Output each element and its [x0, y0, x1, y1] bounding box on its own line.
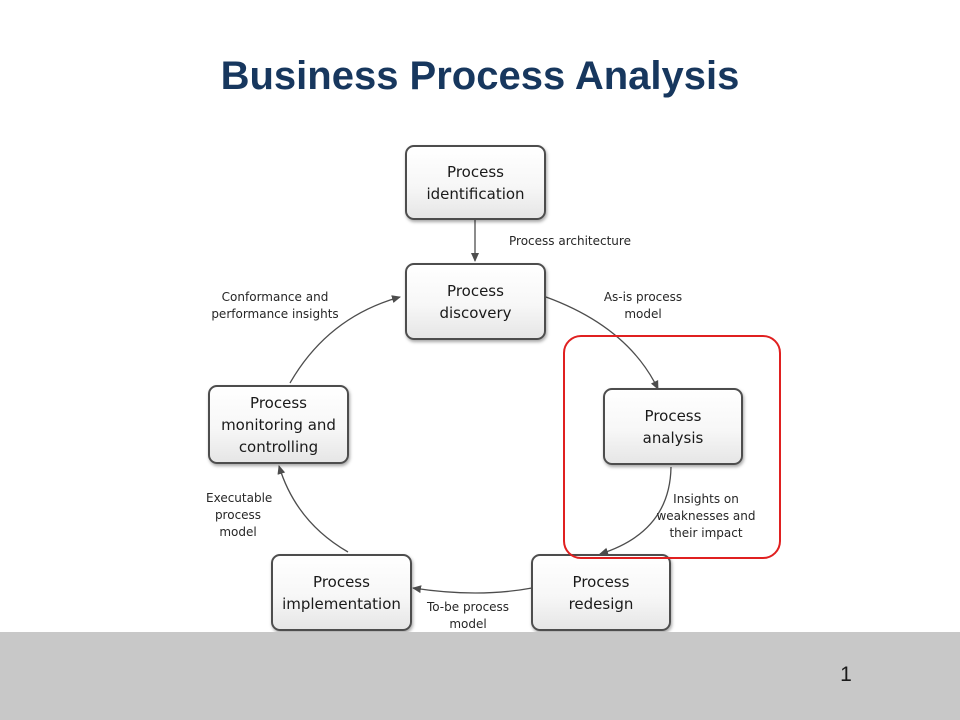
- slide-title: Business Process Analysis: [220, 54, 740, 98]
- process-redesign-box: Process redesign: [531, 554, 671, 631]
- label-process-architecture: Process architecture: [509, 234, 631, 248]
- page-number: 1: [840, 663, 852, 686]
- process-discovery-box: Process discovery: [405, 263, 546, 340]
- label-executable-process-model: Executable process model: [206, 491, 273, 539]
- label-conformance-and-performance: Conformance and performance insights: [211, 290, 339, 321]
- analysis-highlight-outline: [563, 335, 781, 559]
- arrow-monitoring-to-discovery: [289, 295, 401, 384]
- footer-bar: [0, 632, 960, 720]
- label-insights-on-weaknesses: Insights on weaknesses and their impact: [656, 492, 756, 540]
- label-as-is-process-model: As-is process model: [603, 290, 683, 321]
- process-lifecycle-diagram: Process identification Process discovery…: [206, 137, 760, 634]
- process-identification-box: Process identification: [405, 145, 546, 220]
- process-monitoring-box: Process monitoring and controlling: [208, 385, 349, 464]
- process-analysis-box: Process analysis: [603, 388, 743, 465]
- arrow-redesign-to-implementation: [412, 585, 533, 594]
- process-implementation-box: Process implementation: [271, 554, 412, 631]
- label-to-be-process-model: To-be process model: [426, 600, 510, 631]
- arrow-implementation-to-monitoring: [277, 465, 349, 553]
- arrow-analysis-to-redesign: [599, 466, 672, 556]
